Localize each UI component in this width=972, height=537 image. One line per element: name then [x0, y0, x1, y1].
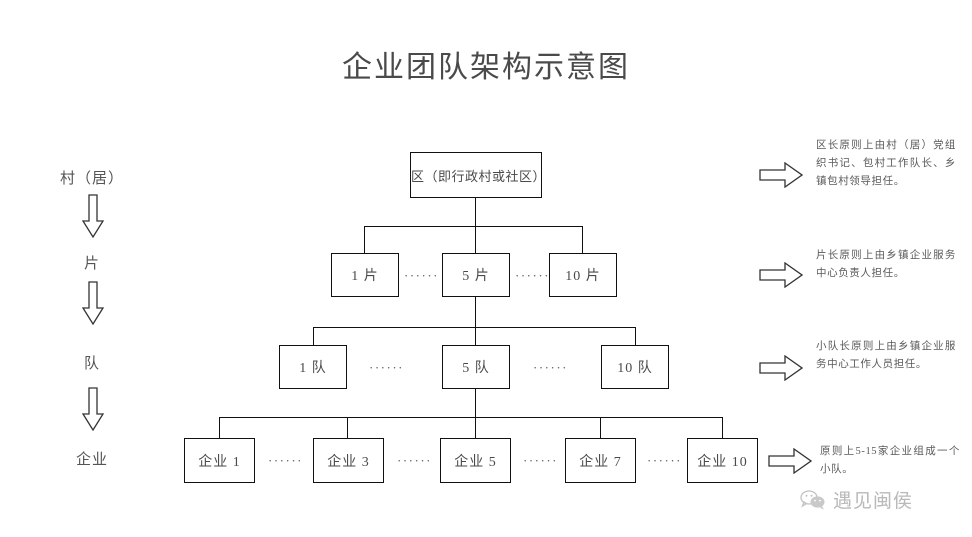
ellipsis-enterprise-1: ······ — [268, 453, 303, 468]
ladder-label-pian: 片 — [83, 256, 100, 272]
connector-level4-drop-3 — [347, 417, 348, 438]
wechat-logo-icon — [800, 489, 825, 510]
watermark-text: 遇见闽侯 — [833, 491, 914, 512]
arrow-down-block-icon — [82, 194, 104, 238]
page-title: 企业团队架构示意图 — [342, 51, 630, 84]
node-enterprise-3[interactable]: 企业 3 — [313, 438, 384, 483]
connector-level2-drop-5 — [475, 226, 476, 253]
node-enterprise-1[interactable]: 企业 1 — [184, 438, 255, 483]
arrow-right-block-icon — [759, 355, 803, 381]
note-team-leader: 小队长原则上由乡镇企业服务中心工作人员担任。 — [816, 341, 956, 370]
ellipsis-dui-left: ······ — [369, 360, 404, 375]
connector-level4-drop-1 — [219, 417, 220, 438]
connector-dui5-stem — [475, 389, 476, 417]
node-pian-5[interactable]: 5 片 — [442, 253, 510, 297]
arrow-right-block-icon — [768, 448, 812, 474]
connector-level2-drop-10 — [582, 226, 583, 253]
node-enterprise-10[interactable]: 企业 10 — [687, 438, 758, 483]
arrow-right-block-icon — [759, 262, 803, 288]
ladder-label-dui: 队 — [83, 356, 100, 372]
ellipsis-enterprise-4: ······ — [647, 453, 682, 468]
note-team-composition: 原则上5-15家企业组成一个小队。 — [820, 446, 960, 475]
connector-level3-drop-1 — [313, 327, 314, 345]
connector-level4-drop-10 — [722, 417, 723, 438]
connector-level4-drop-5 — [475, 417, 476, 438]
arrow-right-block-icon — [759, 162, 803, 188]
connector-pian5-stem — [475, 297, 476, 327]
arrow-down-block-icon — [82, 387, 104, 431]
watermark: 遇见闽侯 — [800, 486, 913, 513]
connector-level2-drop-1 — [364, 226, 365, 253]
connector-level4-bus — [219, 417, 722, 418]
node-enterprise-7[interactable]: 企业 7 — [565, 438, 636, 483]
connector-level3-drop-10 — [635, 327, 636, 345]
node-pian-1[interactable]: 1 片 — [331, 253, 399, 297]
node-dui-1[interactable]: 1 队 — [279, 345, 347, 389]
connector-level2-bus — [364, 226, 582, 227]
ladder-label-village: 村（居） — [59, 171, 124, 187]
arrow-down-block-icon — [82, 281, 104, 325]
connector-level3-bus — [313, 327, 635, 328]
ellipsis-pian-right: ······ — [515, 268, 550, 283]
hierarchy-ladder: 村（居） 片 队 企业 — [36, 160, 148, 490]
node-pian-10[interactable]: 10 片 — [549, 253, 617, 297]
node-dui-5[interactable]: 5 队 — [442, 345, 510, 389]
node-root-district[interactable]: 区（即行政村或社区） — [410, 152, 546, 198]
node-dui-10[interactable]: 10 队 — [601, 345, 669, 389]
note-pian-leader: 片长原则上由乡镇企业服务中心负责人担任。 — [816, 250, 956, 279]
connector-level4-drop-7 — [600, 417, 601, 438]
connector-root-stem — [475, 198, 476, 226]
ladder-label-enterprise: 企业 — [75, 452, 108, 468]
ellipsis-pian-left: ······ — [404, 268, 439, 283]
ellipsis-enterprise-2: ······ — [397, 453, 432, 468]
ellipsis-enterprise-3: ······ — [523, 453, 558, 468]
note-district-leader: 区长原则上由村（居）党组织书记、包村工作队长、乡镇包村领导担任。 — [816, 140, 956, 187]
connector-level3-drop-5 — [475, 327, 476, 345]
ellipsis-dui-right: ······ — [533, 360, 568, 375]
node-enterprise-5[interactable]: 企业 5 — [440, 438, 511, 483]
